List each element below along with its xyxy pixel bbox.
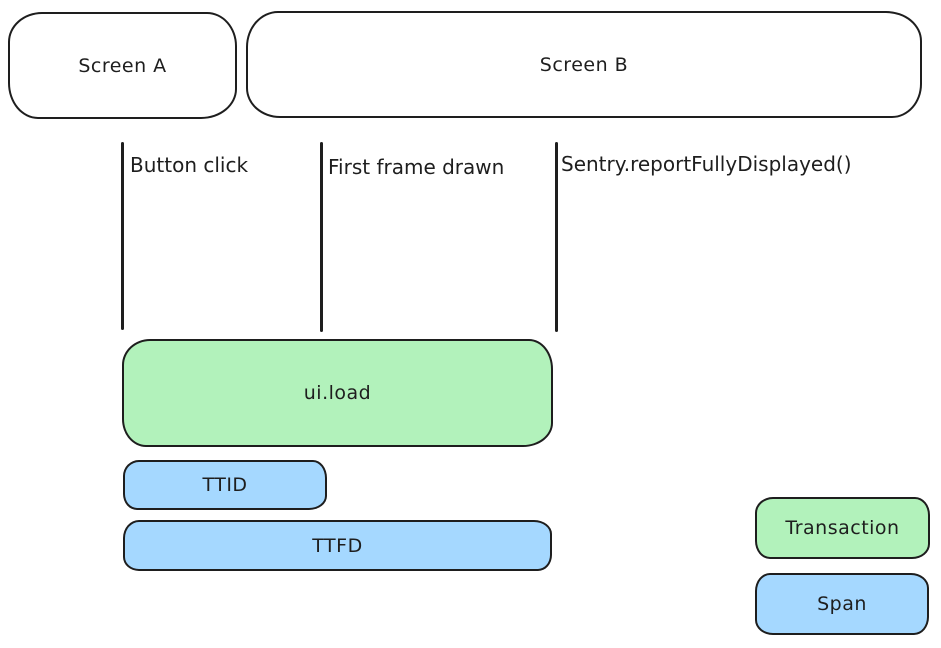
- report-fully-displayed-marker-line: [555, 142, 558, 332]
- ttid-span-bar: TTID: [123, 460, 327, 510]
- ui-load-transaction-bar: ui.load: [122, 339, 553, 447]
- first-frame-drawn-label: First frame drawn: [328, 155, 505, 179]
- first-frame-drawn-marker-line: [320, 142, 323, 332]
- button-click-label: Button click: [130, 153, 249, 177]
- ui-load-label: ui.load: [303, 382, 372, 404]
- screen-a-box: Screen A: [8, 12, 237, 119]
- report-fully-displayed-label: Sentry.reportFullyDisplayed(): [561, 152, 852, 176]
- ttid-label: TTID: [202, 474, 248, 496]
- screen-b-box: Screen B: [246, 11, 922, 118]
- ttfd-span-bar: TTFD: [123, 520, 552, 571]
- screen-b-label: Screen B: [539, 53, 629, 76]
- button-click-marker-line: [121, 142, 124, 330]
- screen-a-label: Screen A: [78, 54, 167, 77]
- legend-span-label: Span: [817, 593, 867, 615]
- legend-transaction-box: Transaction: [755, 497, 930, 559]
- legend-transaction-label: Transaction: [785, 517, 900, 539]
- ttfd-label: TTFD: [312, 534, 363, 557]
- legend-span-box: Span: [755, 573, 929, 635]
